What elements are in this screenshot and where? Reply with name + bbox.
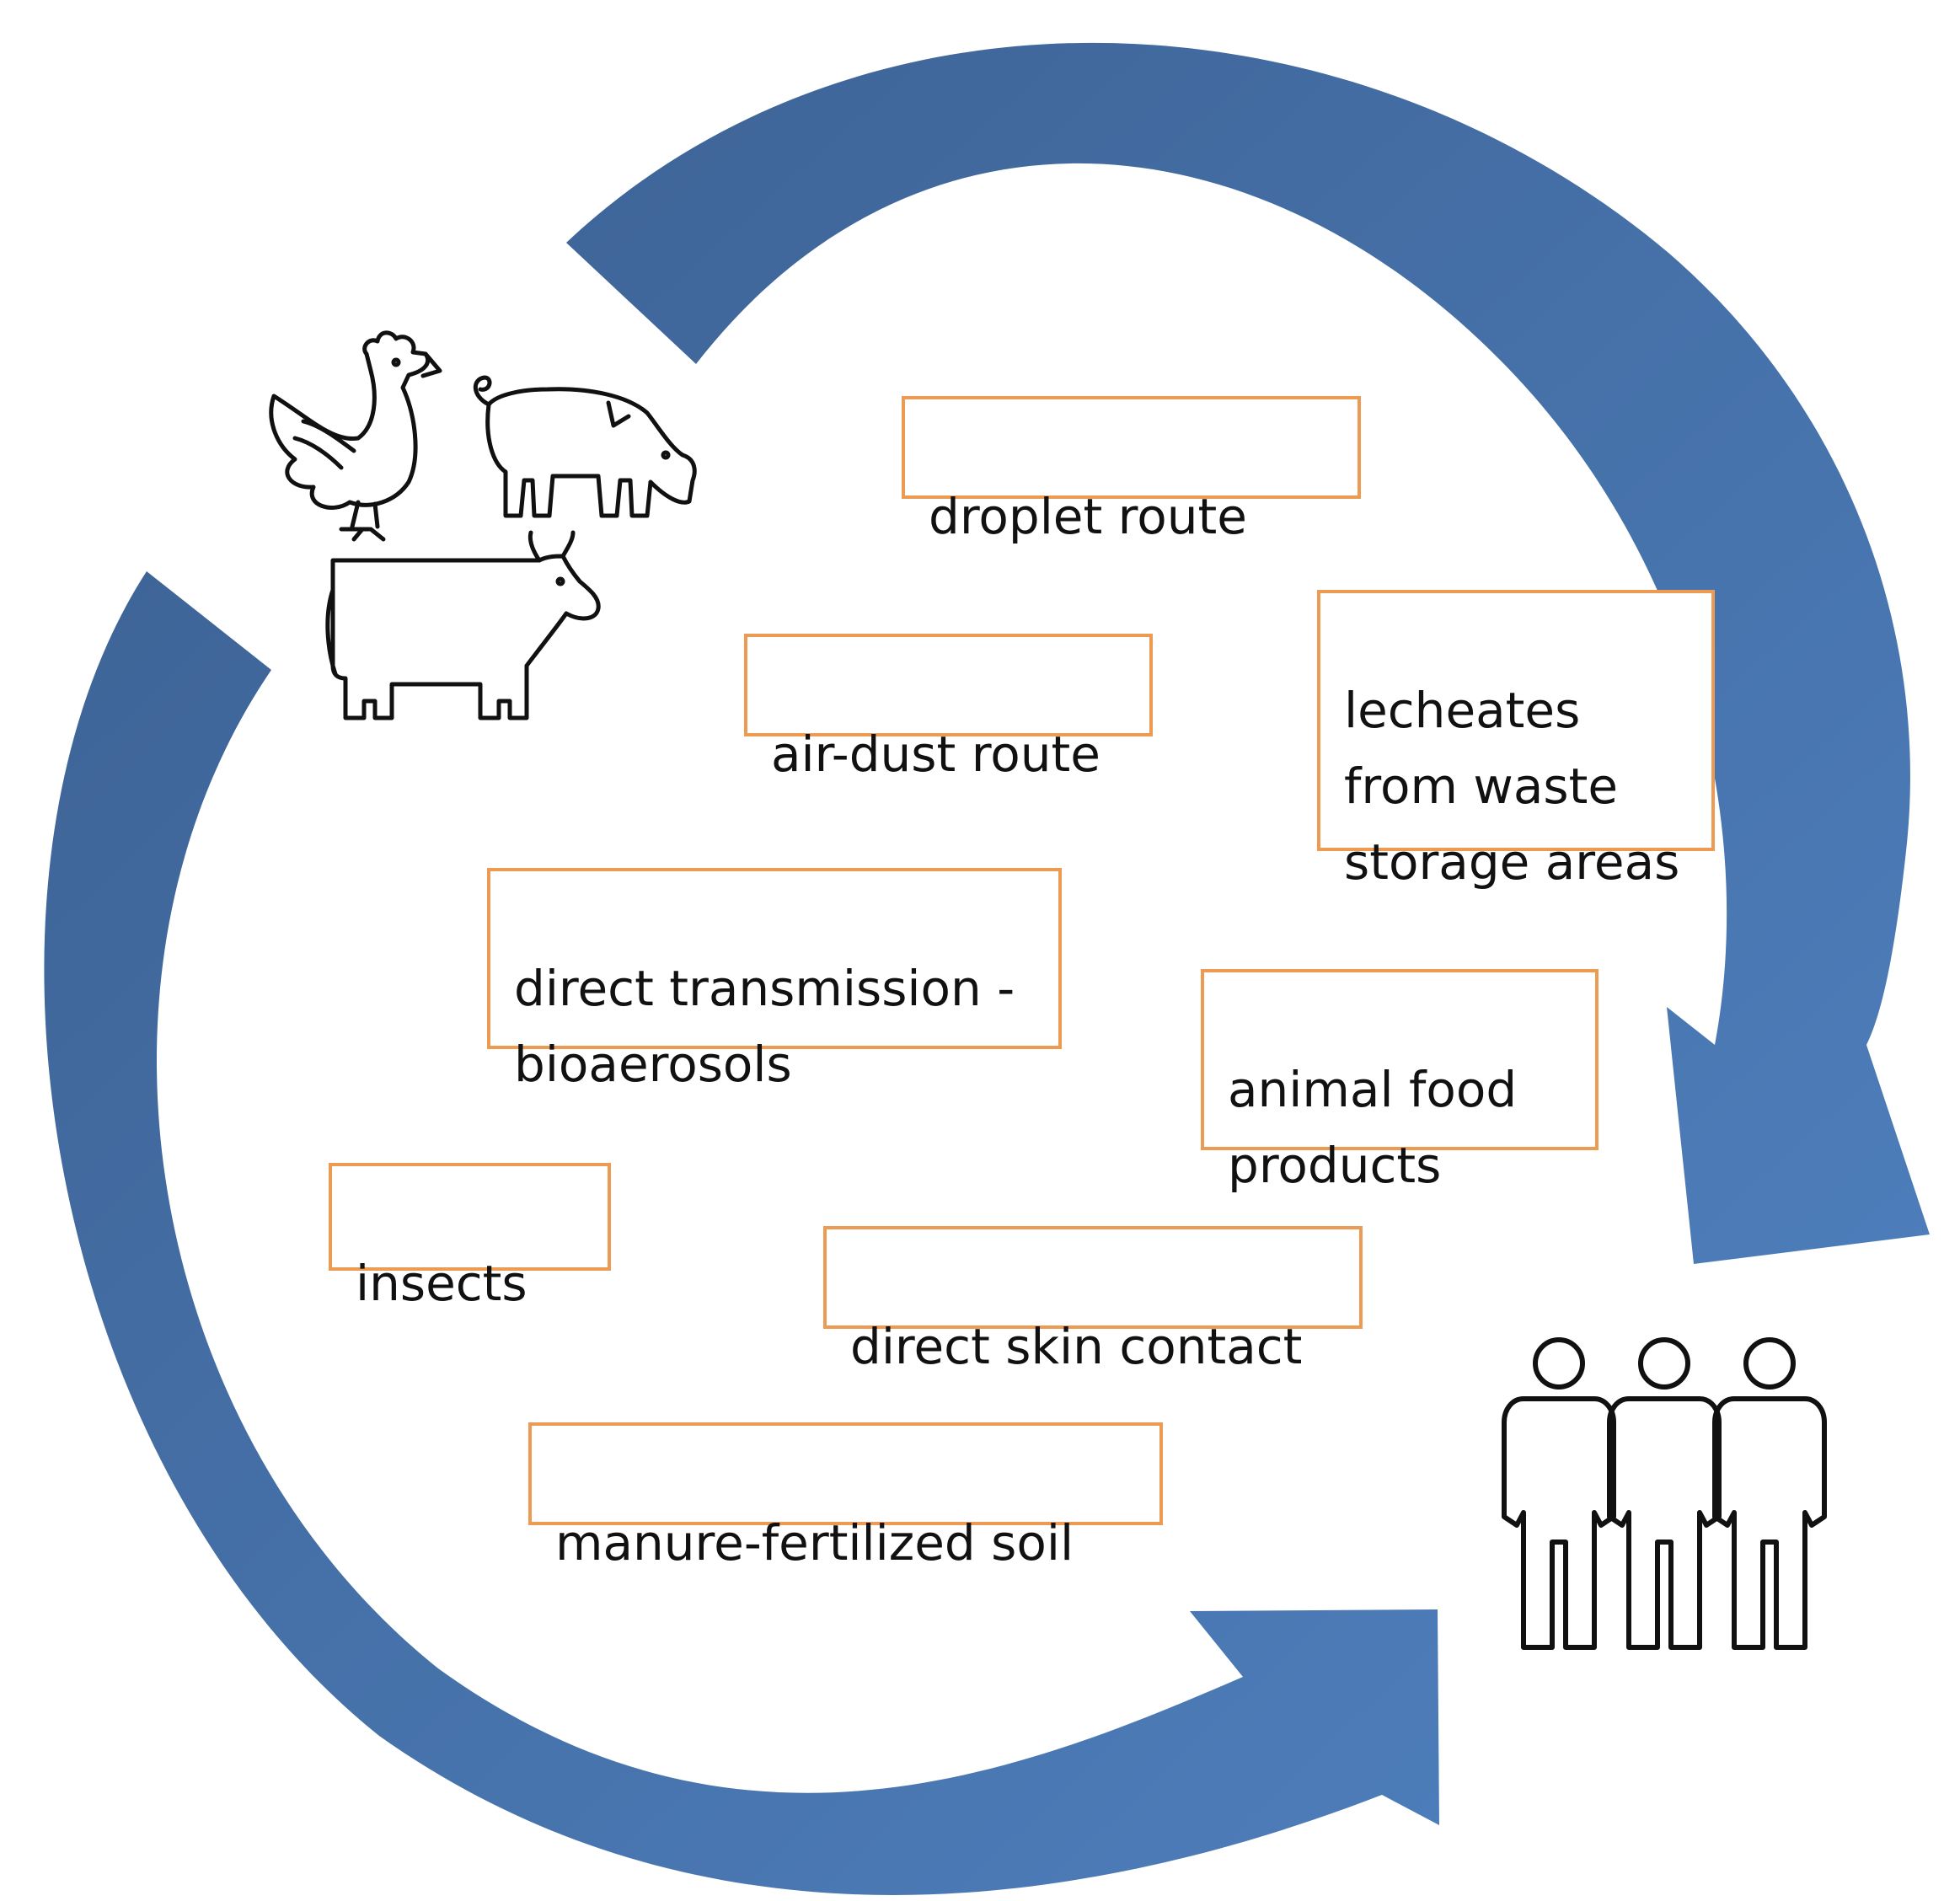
- route-box-bioaerosols: direct transmission - bioaerosols: [487, 868, 1062, 1093]
- route-label-air-dust: air-dust route: [771, 726, 1100, 783]
- route-label-soil: manure-fertilized soil: [555, 1514, 1074, 1572]
- route-label-animal-food: animal food products: [1228, 1061, 1518, 1194]
- chicken-icon: [269, 330, 442, 542]
- route-box-droplet: droplet route: [902, 396, 1361, 545]
- people-icon: [1502, 1337, 1827, 1650]
- route-box-insects: insects: [329, 1163, 611, 1312]
- route-label-insects: insects: [356, 1255, 527, 1312]
- route-label-droplet: droplet route: [929, 488, 1247, 545]
- route-box-skin-contact: direct skin contact: [823, 1226, 1363, 1375]
- route-box-air-dust: air-dust route: [744, 634, 1153, 783]
- top-curved-arrow: [566, 42, 1930, 1264]
- route-label-skin-contact: direct skin contact: [850, 1318, 1303, 1375]
- route-box-lecheates: lecheates from waste storage areas: [1317, 590, 1715, 891]
- route-box-animal-food: animal food products: [1201, 969, 1599, 1194]
- route-label-bioaerosols: direct transmission - bioaerosols: [514, 960, 1015, 1093]
- route-label-lecheates: lecheates from waste storage areas: [1344, 682, 1680, 891]
- cow-icon: [325, 530, 601, 720]
- route-box-soil: manure-fertilized soil: [528, 1422, 1163, 1572]
- pig-icon: [473, 375, 697, 518]
- bottom-curved-arrow: [44, 571, 1439, 1895]
